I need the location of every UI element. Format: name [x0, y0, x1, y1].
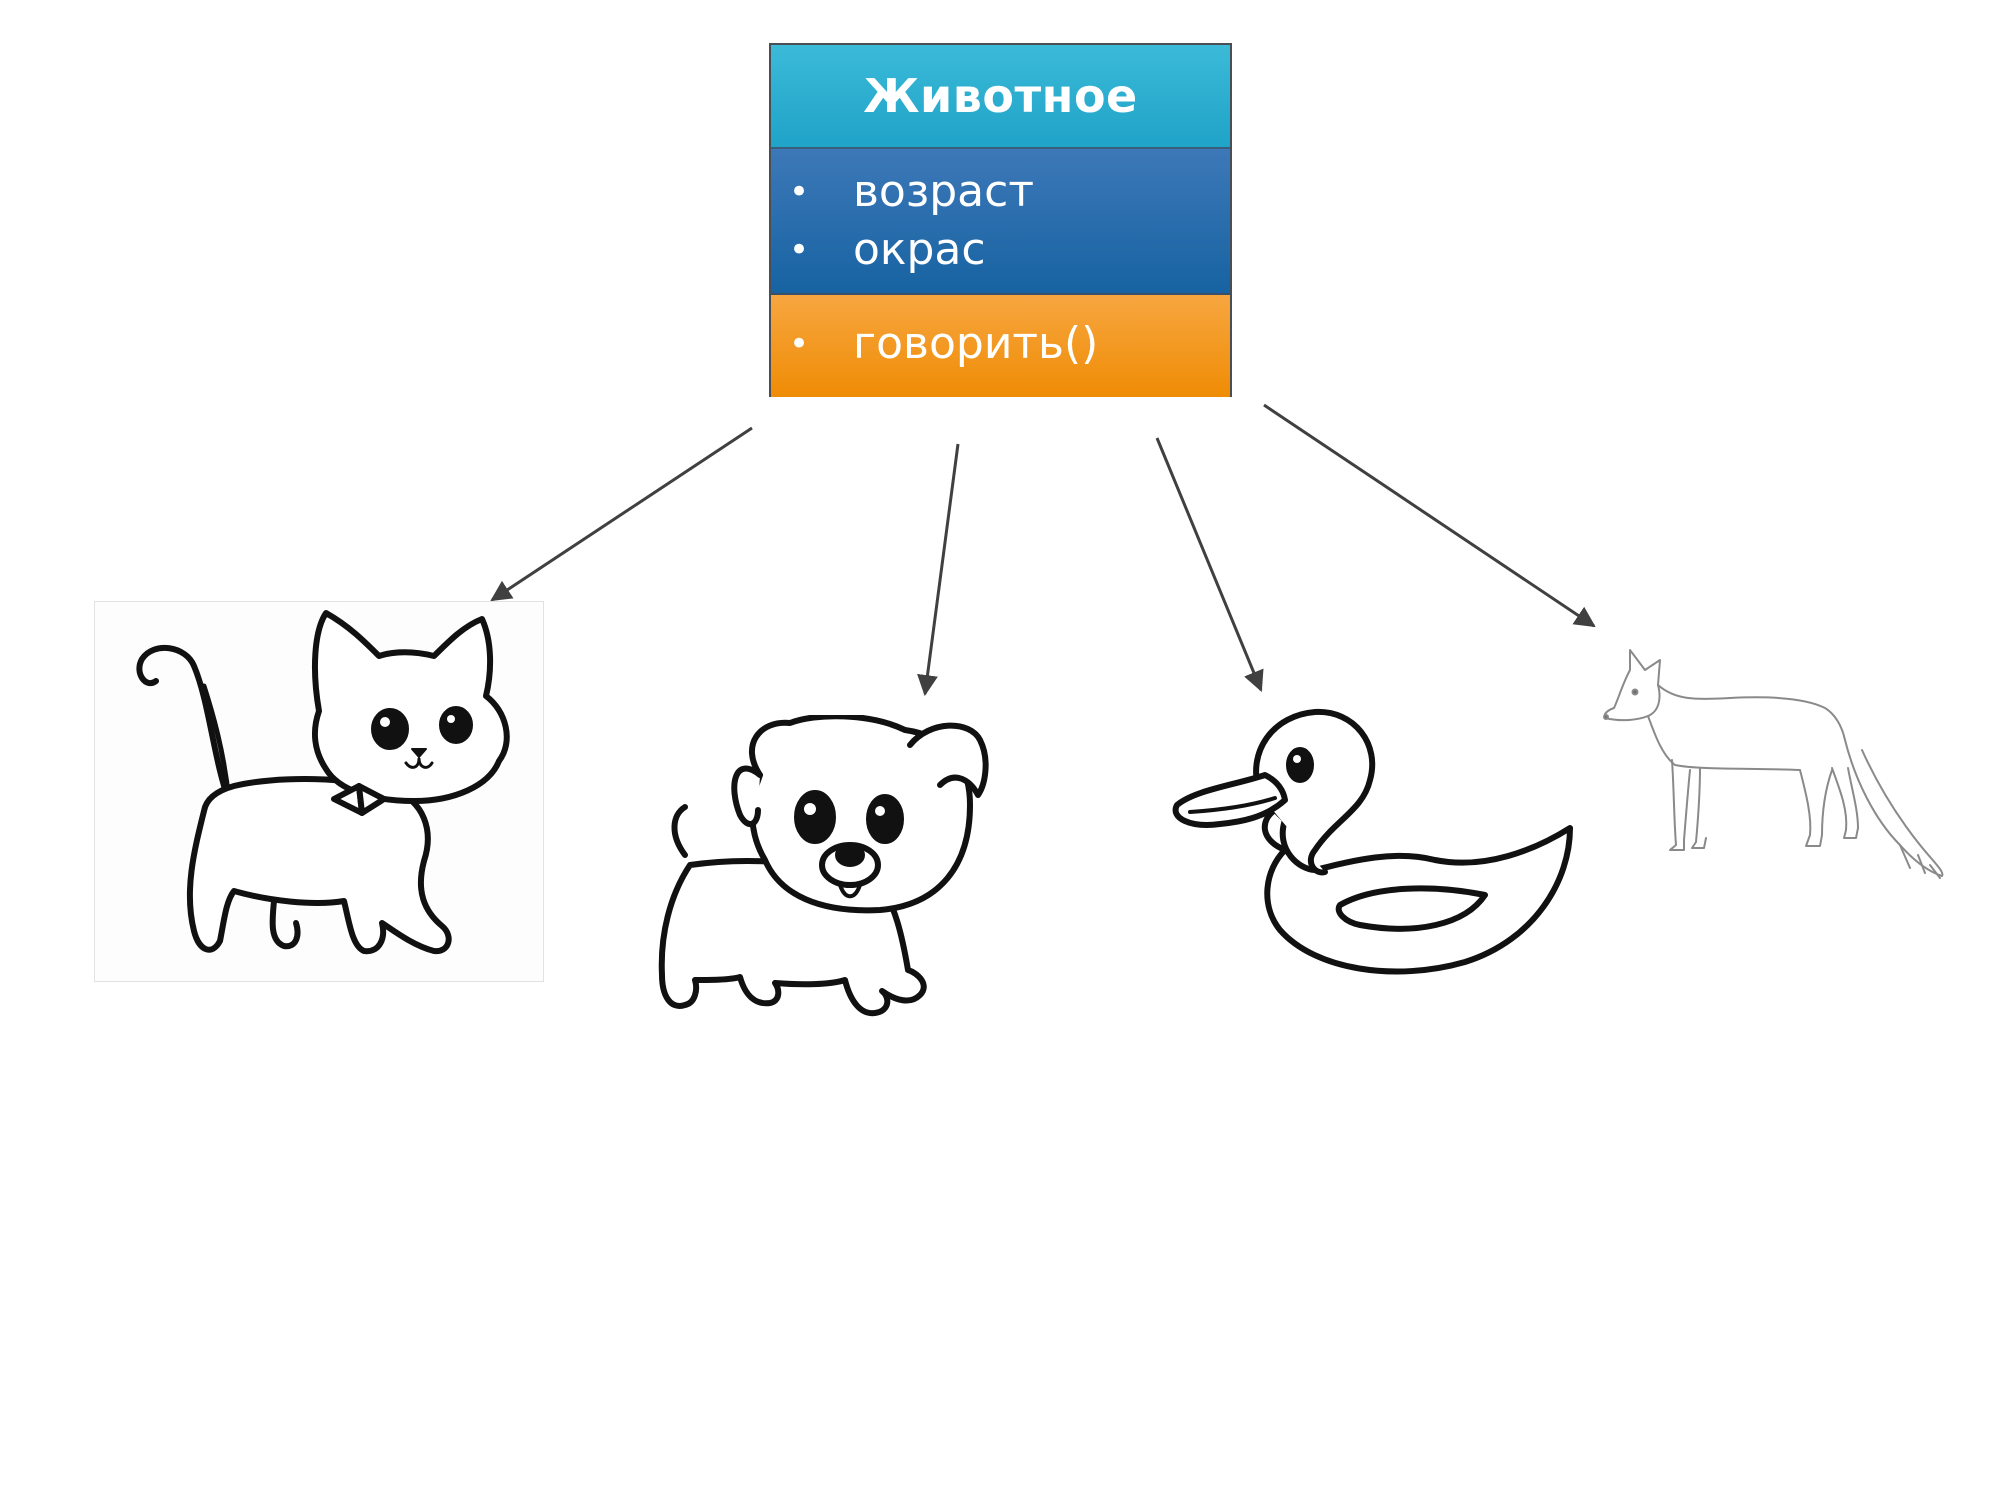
class-box-animal: Животное • возраст • окрас • говорить() [769, 43, 1232, 397]
class-attributes: • возраст • окрас [771, 149, 1230, 295]
attribute-row: • возраст [771, 163, 1230, 221]
bullet: • [789, 324, 810, 364]
method-row: • говорить() [771, 315, 1230, 373]
arrow-to-dog [917, 443, 960, 697]
dog-icon [658, 715, 989, 1017]
bullet: • [789, 172, 810, 212]
duck-icon [1172, 708, 1573, 975]
fox-icon [1603, 649, 1944, 879]
arrow-to-duck [1155, 437, 1264, 692]
cat-icon [136, 610, 510, 955]
arrow-to-cat [490, 426, 753, 602]
attribute-age: возраст [853, 166, 1034, 217]
class-methods: • говорить() [771, 295, 1230, 397]
arrow-to-fox [1263, 403, 1596, 628]
bullet: • [789, 230, 810, 270]
method-speak: говорить() [853, 318, 1099, 369]
attribute-color: окрас [853, 224, 986, 275]
attribute-row: • окрас [771, 221, 1230, 279]
class-title: Животное [771, 45, 1230, 149]
